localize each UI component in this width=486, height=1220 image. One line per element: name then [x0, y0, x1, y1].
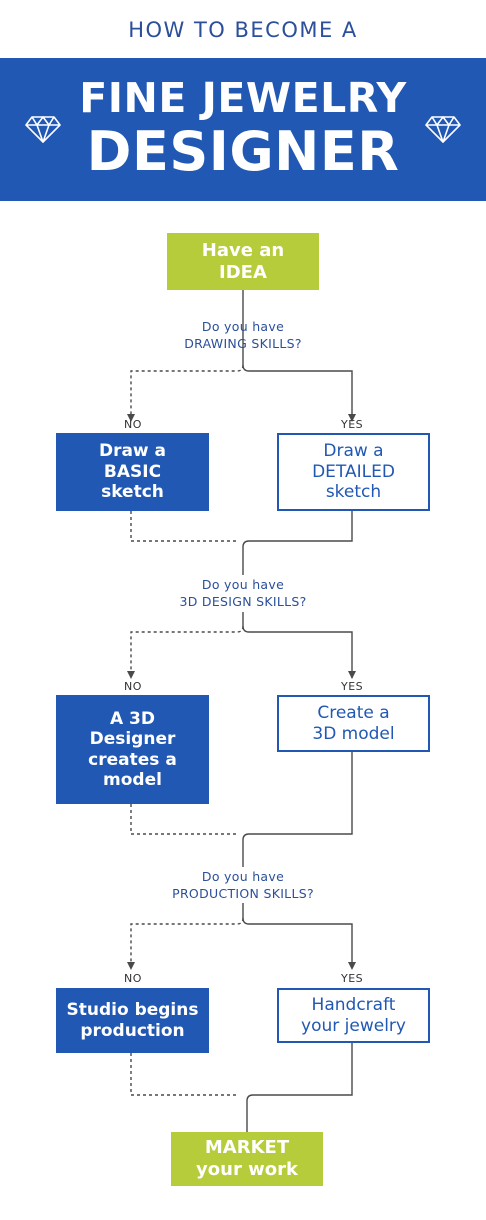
question-line2: PRODUCTION SKILLS? — [172, 885, 314, 901]
connector-merge3-yes — [246, 1043, 353, 1132]
connector-merge2-yes — [242, 752, 353, 867]
question-production-skills: Do you have PRODUCTION SKILLS? — [93, 869, 393, 903]
connector-q1-yes — [242, 290, 353, 420]
connector-q2-no — [130, 625, 244, 678]
end-box-label: MARKET your work — [196, 1137, 298, 1180]
question-drawing-skills: Do you have DRAWING SKILLS? — [93, 319, 393, 353]
connector-q3-yes — [242, 903, 353, 968]
connector-merge1-no — [130, 511, 237, 542]
box-handcraft-your-jewelry: Handcraft your jewelry — [277, 988, 430, 1043]
box-label: A 3D Designer creates a model — [88, 708, 177, 790]
box-label: Draw a DETAILED sketch — [312, 441, 395, 503]
box-label: Handcraft your jewelry — [301, 995, 406, 1036]
box-studio-begins-production: Studio begins production — [56, 988, 209, 1053]
banner-title-line2: DESIGNER — [86, 120, 400, 183]
question-3d-design-skills: Do you have 3D DESIGN SKILLS? — [93, 577, 393, 611]
box-draw-detailed-sketch: Draw a DETAILED sketch — [277, 433, 430, 511]
connector-merge3-no — [130, 1053, 237, 1096]
question-line2: DRAWING SKILLS? — [184, 335, 302, 351]
box-label: Create a 3D model — [312, 703, 395, 744]
start-box-idea: Have an IDEA — [167, 233, 319, 290]
diamond-icon — [25, 116, 61, 143]
question-line1: Do you have — [201, 577, 285, 592]
no-label: NO — [124, 418, 142, 431]
box-create-3d-model: Create a 3D model — [277, 695, 430, 752]
diamond-icon — [425, 116, 461, 143]
box-draw-basic-sketch: Draw a BASIC sketch — [56, 433, 209, 511]
no-label: NO — [124, 972, 142, 985]
end-box-market-your-work: MARKET your work — [171, 1132, 323, 1186]
start-box-label: Have an IDEA — [201, 239, 285, 283]
title-banner — [0, 58, 486, 201]
no-label: NO — [124, 680, 142, 693]
question-line2: 3D DESIGN SKILLS? — [179, 593, 307, 609]
header-kicker: HOW TO BECOME A — [128, 18, 358, 42]
yes-label: YES — [341, 972, 364, 985]
connector-merge1-yes — [242, 511, 353, 575]
connector-q2-yes — [242, 612, 353, 678]
connector-q1-no — [130, 364, 244, 420]
box-3d-designer-creates-model: A 3D Designer creates a model — [56, 695, 209, 804]
yes-label: YES — [341, 418, 364, 431]
connector-merge2-no — [130, 804, 237, 835]
box-label: Draw a BASIC sketch — [98, 441, 167, 503]
yes-label: YES — [341, 680, 364, 693]
banner-title-line1: FINE JEWELRY — [79, 74, 407, 122]
connector-q3-no — [130, 917, 244, 968]
box-label: Studio begins production — [66, 1000, 199, 1041]
question-line1: Do you have — [201, 319, 285, 334]
question-line1: Do you have — [201, 869, 285, 884]
